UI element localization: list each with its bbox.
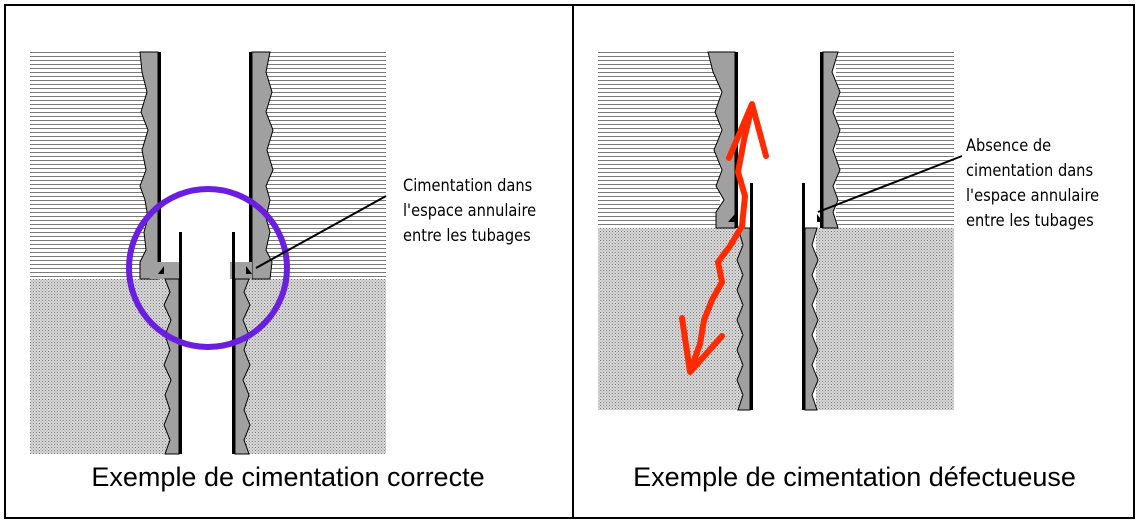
caption-defective: Exemple de cimentation défectueuse: [633, 462, 1076, 492]
right-outer-casing-right: [820, 52, 823, 228]
right-shoe-right: [817, 214, 823, 222]
left-annular-cement-right: [230, 262, 252, 279]
left-inner-cement-right: [234, 278, 251, 455]
left-outer-cement-left: [139, 51, 159, 280]
right-outer-cement-right: [822, 51, 841, 229]
left-outer-casing-right: [249, 52, 252, 279]
right-upper-formation-right: [836, 52, 954, 228]
annotation-line: l'espace annulaire: [966, 186, 1100, 206]
annotation-line: entre les tubages: [966, 211, 1094, 231]
left-annular-cement-left: [150, 262, 180, 279]
annotation-defective: Absence de cimentation dans l'espace ann…: [966, 134, 1099, 234]
right-inner-cement-right: [804, 227, 819, 411]
correct-cementing-highlight-circle: [126, 186, 290, 350]
leak-path-arrow: [689, 103, 755, 369]
left-diagram: [30, 51, 387, 455]
right-upper-formation-left: [598, 52, 720, 228]
annotation-line: cimentation dans: [966, 161, 1094, 181]
annotation-line: Cimentation dans: [403, 176, 533, 196]
right-shoe-left: [728, 214, 735, 222]
caption-correct: Exemple de cimentation correcte: [91, 462, 485, 492]
right-outer-cement-left: [707, 51, 736, 229]
annotation-line: entre les tubages: [403, 226, 531, 246]
right-lower-formation-right: [816, 228, 954, 410]
panel-divider: [572, 4, 574, 519]
right-inner-casing-left: [750, 183, 753, 410]
annotation-line: Absence de: [966, 136, 1052, 156]
left-upper-formation-right: [266, 52, 386, 279]
annotation-correct: Cimentation dans l'espace annulaire entr…: [403, 174, 536, 249]
left-lower-formation-left: [30, 279, 174, 454]
right-diagram: [598, 51, 963, 411]
left-lower-formation-right: [244, 279, 386, 454]
annotation-line: l'espace annulaire: [403, 201, 537, 221]
leak-arrowhead-bottom: [679, 315, 725, 375]
left-inner-cement-left: [163, 278, 180, 455]
right-inner-cement-left: [736, 227, 751, 411]
right-leader-line: [817, 155, 963, 213]
left-leader-line: [255, 195, 387, 269]
leak-arrowhead-top: [726, 101, 769, 161]
left-shoe-right: [246, 266, 252, 274]
left-outer-casing-left: [158, 52, 161, 279]
left-outer-cement-right: [251, 51, 274, 280]
left-shoe-left: [158, 266, 164, 274]
right-inner-casing-right: [802, 183, 805, 410]
